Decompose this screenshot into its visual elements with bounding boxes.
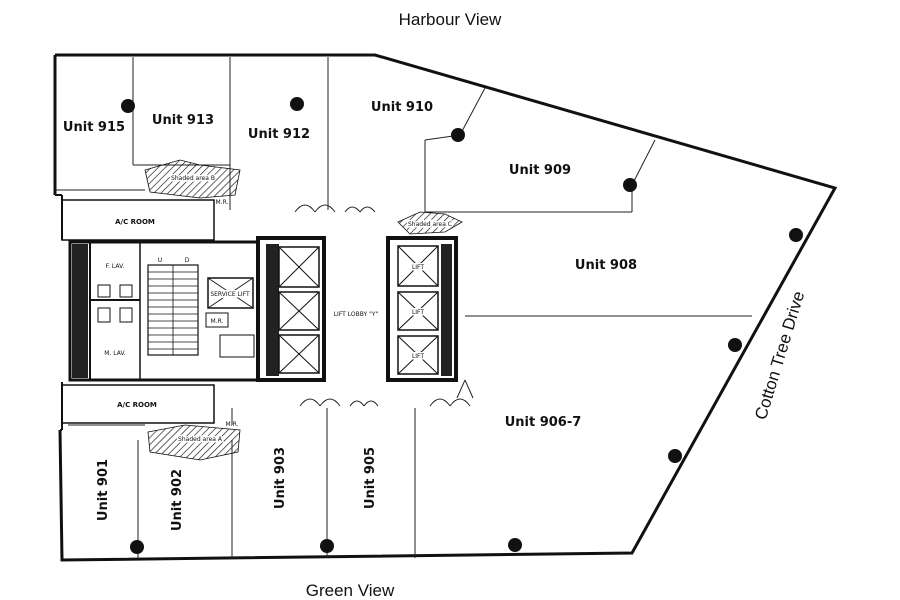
lift-label: LIFT (412, 264, 424, 271)
partition-walls (55, 57, 752, 558)
lobby-doors (294, 204, 474, 407)
column (130, 540, 144, 554)
unit-910-label: Unit 910 (371, 100, 433, 115)
shaded-area-a: Shaded area A (147, 424, 241, 461)
f-lav-label: F. LAV. (106, 263, 125, 270)
mr-core-label: M.R. (211, 318, 224, 325)
unit-908-label: Unit 908 (575, 258, 637, 273)
harbour-view-label: Harbour View (399, 10, 502, 29)
shaded-area-c-label: Shaded area C (408, 221, 452, 228)
mr-top-label: M.R. (216, 199, 229, 206)
column (668, 449, 682, 463)
lift-bank-left (256, 236, 326, 382)
lift-lobby-label: LIFT LOBBY "Y" (334, 311, 379, 318)
unit-912-label: Unit 912 (248, 127, 310, 142)
column (623, 178, 637, 192)
shaded-area-a-label: Shaded area A (178, 436, 223, 443)
green-view-label: Green View (306, 581, 395, 600)
shaded-area-b-label: Shaded area B (171, 175, 215, 182)
lift-bank-right: LIFT LIFT LIFT (386, 236, 458, 382)
unit-906-7-label: Unit 906-7 (505, 415, 582, 430)
shaded-area-b: Shaded area B (144, 159, 241, 199)
unit-905-label: Unit 905 (363, 447, 378, 509)
unit-902-label: Unit 902 (170, 469, 185, 531)
unit-901-label: Unit 901 (96, 459, 111, 521)
unit-913-label: Unit 913 (152, 113, 214, 128)
service-core: F. LAV. M. LAV. U D SERVIC (68, 240, 260, 382)
stair-down-label: D (185, 257, 190, 264)
ac-room-bottom-label: A/C ROOM (117, 401, 157, 409)
column (290, 97, 304, 111)
column (320, 539, 334, 553)
column (789, 228, 803, 242)
stair-up-label: U (158, 257, 162, 264)
service-lift-label: SERVICE LIFT (210, 291, 250, 298)
lift-label: LIFT (412, 353, 424, 360)
ac-room-top-label: A/C ROOM (115, 218, 155, 226)
column (451, 128, 465, 142)
unit-915-label: Unit 915 (63, 120, 125, 135)
cotton-tree-drive-label: Cotton Tree Drive (751, 289, 808, 422)
column (121, 99, 135, 113)
structural-columns (121, 97, 803, 554)
shaded-area-c: Shaded area C (397, 211, 463, 235)
mr-bottom-label: M.R. (226, 421, 239, 428)
ac-room-top: A/C ROOM M.R. (61, 199, 229, 241)
unit-909-label: Unit 909 (509, 163, 571, 178)
lift-label: LIFT (412, 309, 424, 316)
ac-room-bottom: A/C ROOM M.R. (61, 384, 239, 428)
column (728, 338, 742, 352)
m-lav-label: M. LAV. (104, 350, 126, 357)
staircase (147, 264, 199, 356)
unit-903-label: Unit 903 (273, 447, 288, 509)
column (508, 538, 522, 552)
unit-labels: Unit 915 Unit 913 Unit 912 Unit 910 Unit… (63, 100, 637, 531)
